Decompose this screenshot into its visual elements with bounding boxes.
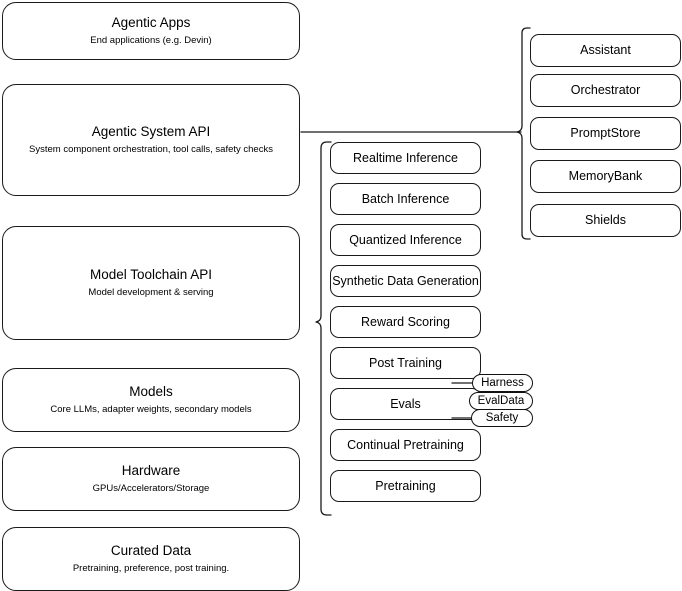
component-label: Assistant (580, 43, 631, 58)
component-box-shields[interactable]: Shields (530, 204, 681, 237)
layer-title: Model Toolchain API (89, 266, 213, 282)
component-label: Shields (585, 213, 626, 228)
capability-box-batch-inference[interactable]: Batch Inference (330, 183, 481, 215)
layer-title: Models (129, 383, 173, 399)
capability-label: Post Training (369, 355, 442, 370)
layer-subtitle: Model development & serving (88, 287, 214, 299)
layer-title: Agentic Apps (111, 14, 191, 30)
evals-pill-harness[interactable]: Harness (472, 374, 533, 392)
capability-box-quantized-inference[interactable]: Quantized Inference (330, 224, 481, 256)
capability-label: Synthetic Data Generation (332, 273, 479, 288)
bracket-toolchain-capabilities (315, 141, 332, 516)
capability-box-continual-pretraining[interactable]: Continual Pretraining (330, 429, 481, 461)
layer-subtitle: Core LLMs, adapter weights, secondary mo… (50, 404, 252, 416)
bracket-agentic-components (516, 27, 531, 240)
component-box-promptstore[interactable]: PromptStore (530, 117, 681, 150)
layer-title: Agentic System API (91, 123, 211, 139)
capability-box-synthetic-data-generation[interactable]: Synthetic Data Generation (330, 265, 481, 297)
component-label: MemoryBank (568, 169, 643, 184)
layer-subtitle: GPUs/Accelerators/Storage (92, 483, 210, 495)
evals-pill-safety[interactable]: Safety (471, 409, 533, 427)
layer-box-models[interactable]: Models Core LLMs, adapter weights, secon… (2, 368, 300, 432)
layer-subtitle: System component orchestration, tool cal… (29, 144, 273, 156)
capability-label: Quantized Inference (349, 232, 462, 247)
capability-box-reward-scoring[interactable]: Reward Scoring (330, 306, 481, 338)
layer-subtitle: End applications (e.g. Devin) (90, 35, 212, 47)
layer-title: Curated Data (110, 542, 192, 558)
capability-label: Continual Pretraining (347, 437, 464, 452)
capability-label: Realtime Inference (353, 150, 458, 165)
component-label: Orchestrator (570, 83, 641, 98)
layer-box-model-toolchain-api[interactable]: Model Toolchain API Model development & … (2, 226, 300, 340)
layer-subtitle: Pretraining, preference, post training. (72, 563, 230, 575)
component-box-memorybank[interactable]: MemoryBank (530, 160, 681, 193)
layer-box-agentic-system-api[interactable]: Agentic System API System component orch… (2, 84, 300, 196)
layer-box-curated-data[interactable]: Curated Data Pretraining, preference, po… (2, 527, 300, 591)
capability-box-post-training[interactable]: Post Training (330, 347, 481, 379)
capability-label: Pretraining (375, 478, 436, 493)
layer-box-agentic-apps[interactable]: Agentic Apps End applications (e.g. Devi… (2, 2, 300, 60)
capability-box-evals[interactable]: Evals (330, 388, 481, 420)
component-box-orchestrator[interactable]: Orchestrator (530, 74, 681, 107)
capability-label: Evals (390, 396, 421, 411)
capability-box-realtime-inference[interactable]: Realtime Inference (330, 142, 481, 174)
component-box-assistant[interactable]: Assistant (530, 34, 681, 67)
component-label: PromptStore (570, 126, 641, 141)
layer-title: Hardware (121, 462, 181, 478)
capability-label: Batch Inference (361, 191, 450, 206)
capability-label: Reward Scoring (361, 314, 450, 329)
layer-box-hardware[interactable]: Hardware GPUs/Accelerators/Storage (2, 447, 300, 511)
capability-box-pretraining[interactable]: Pretraining (330, 470, 481, 502)
evals-pill-evaldata[interactable]: EvalData (469, 392, 533, 410)
